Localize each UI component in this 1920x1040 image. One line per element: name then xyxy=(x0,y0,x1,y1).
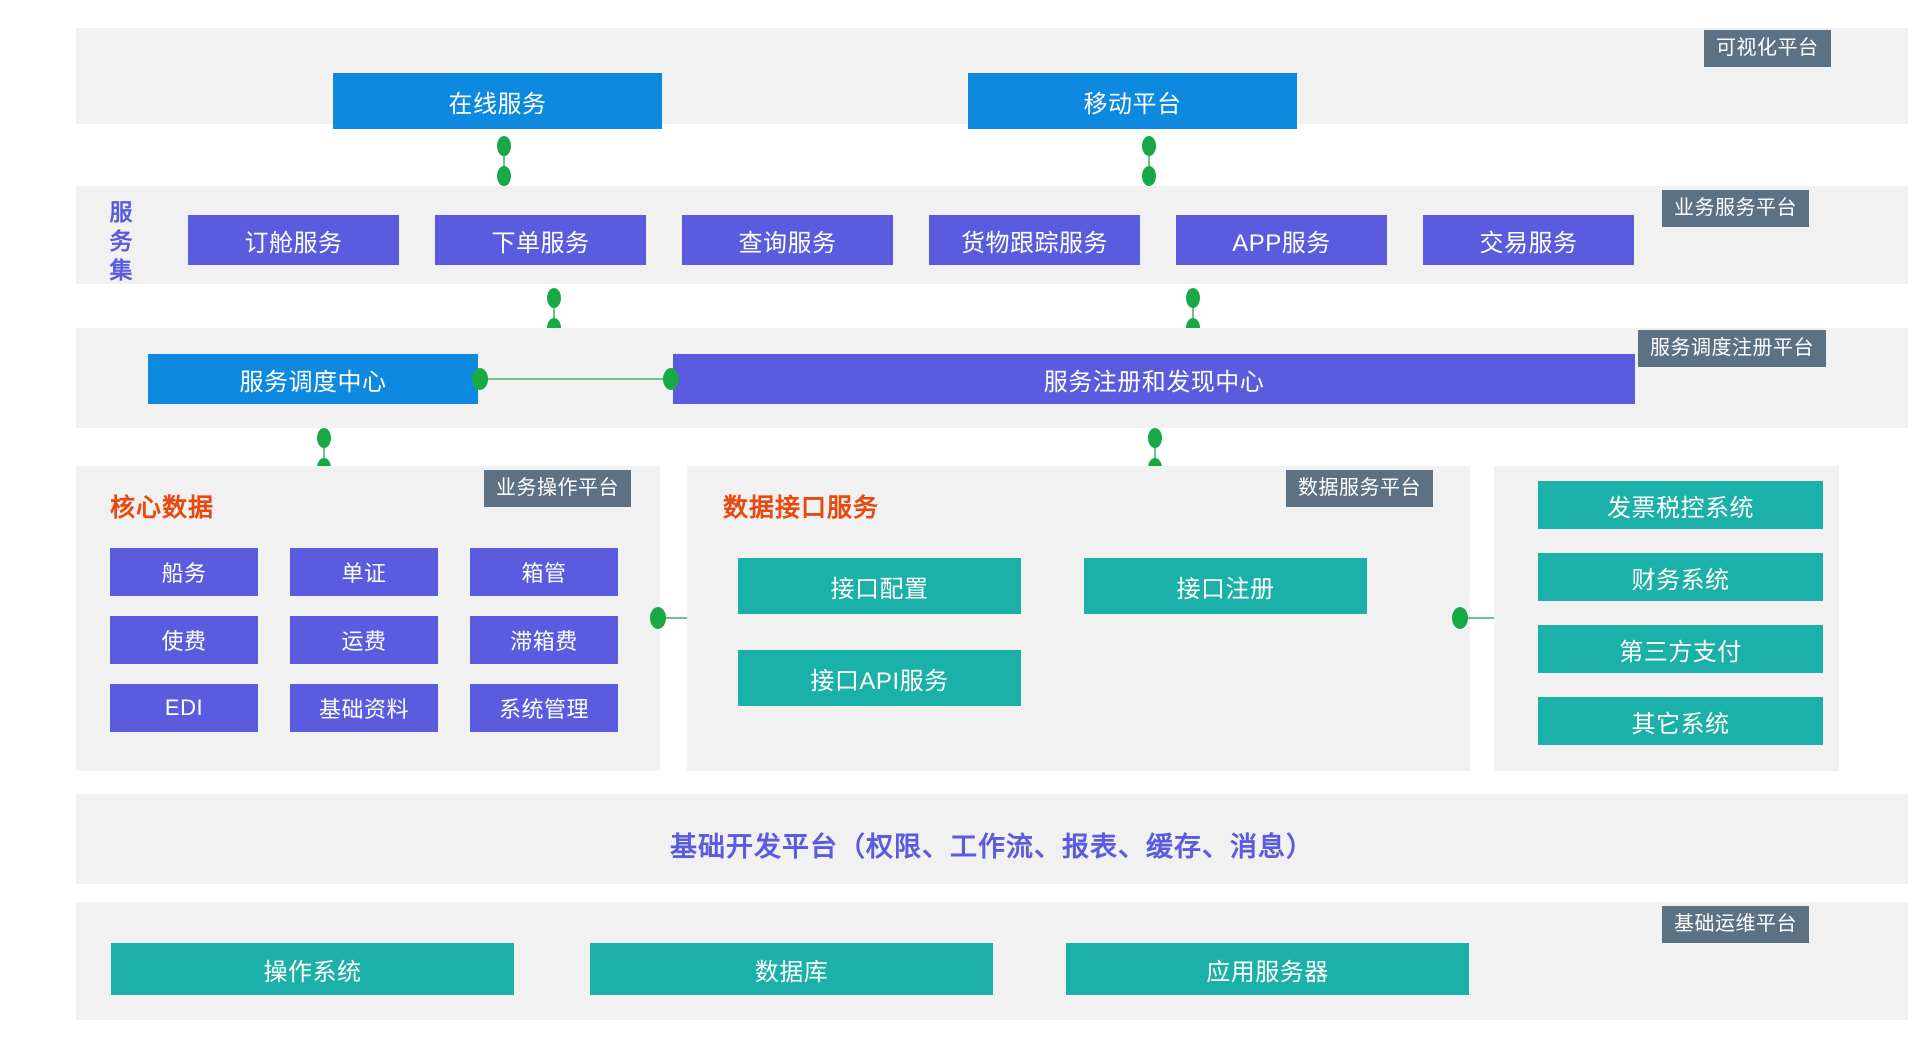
connector-dot-data-right xyxy=(1452,607,1468,629)
box-interface-config[interactable]: 接口配置 xyxy=(738,558,1021,614)
connector-line-order xyxy=(553,296,555,330)
connector-dot-dispatch-down-top xyxy=(317,428,331,448)
connector-dot-mobile-top xyxy=(1142,136,1156,156)
box-service-dispatch-center[interactable]: 服务调度中心 xyxy=(148,354,478,404)
connector-dot-registry-down-top xyxy=(1148,428,1162,448)
connector-line-dispatch-down xyxy=(323,436,325,470)
side-label-service-set: 服务集 xyxy=(109,199,133,283)
box-app-service[interactable]: APP服务 xyxy=(1176,215,1387,265)
box-other-systems[interactable]: 其它系统 xyxy=(1538,697,1823,745)
box-container-mgmt[interactable]: 箱管 xyxy=(470,548,618,596)
box-booking-service[interactable]: 订舱服务 xyxy=(188,215,399,265)
box-cargo-tracking-service[interactable]: 货物跟踪服务 xyxy=(929,215,1140,265)
badge-visualization: 可视化平台 xyxy=(1704,30,1831,67)
heading-core-data: 核心数据 xyxy=(110,494,215,522)
badge-infrastructure: 基础运维平台 xyxy=(1662,906,1809,943)
box-database[interactable]: 数据库 xyxy=(590,943,993,995)
box-demurrage[interactable]: 滞箱费 xyxy=(470,616,618,664)
box-order-service[interactable]: 下单服务 xyxy=(435,215,646,265)
connector-line-app xyxy=(1192,296,1194,330)
connector-line-registry-down xyxy=(1154,436,1156,470)
box-online-service[interactable]: 在线服务 xyxy=(333,73,662,129)
badge-registry: 服务调度注册平台 xyxy=(1638,330,1826,367)
box-trade-service[interactable]: 交易服务 xyxy=(1423,215,1634,265)
box-edi[interactable]: EDI xyxy=(110,684,258,732)
box-interface-registration[interactable]: 接口注册 xyxy=(1084,558,1367,614)
box-freight[interactable]: 运费 xyxy=(290,616,438,664)
box-mobile-platform[interactable]: 移动平台 xyxy=(968,73,1297,129)
connector-dot-online-bottom xyxy=(497,166,511,186)
badge-operation-platform: 业务操作平台 xyxy=(484,470,631,507)
connector-dot-operation-right xyxy=(650,607,666,629)
box-shipping[interactable]: 船务 xyxy=(110,548,258,596)
connector-dot-app-top xyxy=(1186,288,1200,308)
box-port-charges[interactable]: 使费 xyxy=(110,616,258,664)
connector-line-operation-data xyxy=(660,617,704,619)
box-master-data[interactable]: 基础资料 xyxy=(290,684,438,732)
box-query-service[interactable]: 查询服务 xyxy=(682,215,893,265)
connector-line-data-external xyxy=(1462,617,1506,619)
box-operating-system[interactable]: 操作系统 xyxy=(111,943,514,995)
box-application-server[interactable]: 应用服务器 xyxy=(1066,943,1469,995)
connector-line-mobile xyxy=(1148,140,1150,174)
data-service-band xyxy=(687,466,1470,771)
dev-platform-title: 基础开发平台（权限、工作流、报表、缓存、消息） xyxy=(670,832,1314,862)
connector-line-dispatch-registry xyxy=(482,378,672,380)
connector-dot-order-top xyxy=(547,288,561,308)
connector-dot-dispatch-right xyxy=(472,368,488,390)
box-interface-api-service[interactable]: 接口API服务 xyxy=(738,650,1021,706)
dev-platform-band xyxy=(76,794,1908,884)
connector-dot-online-top xyxy=(497,136,511,156)
box-invoice-tax-system[interactable]: 发票税控系统 xyxy=(1538,481,1823,529)
box-documents[interactable]: 单证 xyxy=(290,548,438,596)
heading-data-interface-service: 数据接口服务 xyxy=(723,494,880,522)
box-service-registry-discovery[interactable]: 服务注册和发现中心 xyxy=(673,354,1635,404)
box-third-party-payment[interactable]: 第三方支付 xyxy=(1538,625,1823,673)
box-finance-system[interactable]: 财务系统 xyxy=(1538,553,1823,601)
box-system-mgmt[interactable]: 系统管理 xyxy=(470,684,618,732)
connector-dot-mobile-bottom xyxy=(1142,166,1156,186)
connector-dot-registry-left xyxy=(663,368,679,390)
badge-data-service-platform: 数据服务平台 xyxy=(1286,470,1433,507)
badge-business-service: 业务服务平台 xyxy=(1662,190,1809,227)
connector-line-online xyxy=(503,140,505,174)
